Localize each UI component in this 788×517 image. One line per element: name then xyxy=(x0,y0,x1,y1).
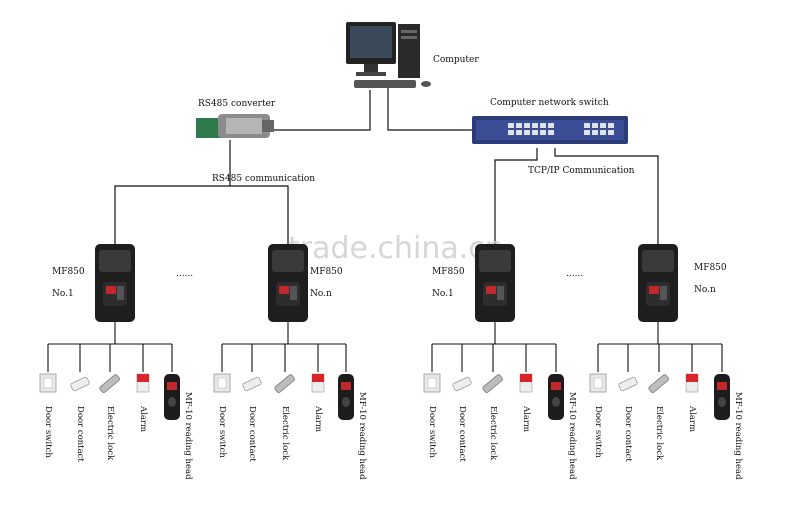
peripheral-label: MF-10 reading head xyxy=(733,392,743,480)
peripheral-label: Door contact xyxy=(75,406,85,462)
peripheral-label: Door switch xyxy=(593,406,603,458)
peripheral-label: MF-10 reading head xyxy=(567,392,577,480)
peripheral-label: Alarm xyxy=(687,405,697,432)
door-switch-icon xyxy=(213,373,231,393)
wiring xyxy=(114,88,659,244)
alarm-icon xyxy=(519,373,533,393)
peripheral-label: MF-10 reading head xyxy=(183,392,193,480)
rs485-converter-label: RS485 converter xyxy=(198,99,276,109)
door-switch-icon xyxy=(589,373,607,393)
peripheral-wiring xyxy=(221,322,347,372)
peripheral-wiring xyxy=(47,322,173,372)
computer-icon xyxy=(346,22,431,88)
peripheral-wiring xyxy=(597,322,723,372)
peripheral-label: Door switch xyxy=(217,406,227,458)
peripheral-label: Alarm xyxy=(313,405,323,432)
mf850-controller-icon xyxy=(268,244,308,322)
peripheral-label: Alarm xyxy=(138,405,148,432)
electric-lock-icon xyxy=(274,374,295,393)
reading-head-icon xyxy=(164,374,180,420)
ellipsis-right: ...... xyxy=(566,269,583,279)
door-contact-icon xyxy=(452,376,472,392)
reading-head-icon xyxy=(338,374,354,420)
peripheral-label: Electric lock xyxy=(654,406,664,461)
door-contact-icon xyxy=(70,376,90,392)
reading-head-icon xyxy=(548,374,564,420)
peripheral-wiring xyxy=(431,322,557,372)
watermark: trade.china.cn xyxy=(288,231,504,266)
controller-model-label: MF850 xyxy=(694,263,727,273)
reading-head-icon xyxy=(714,374,730,420)
door-switch-icon xyxy=(39,373,57,393)
alarm-icon xyxy=(311,373,325,393)
tcpip-communication-label: TCP/IP Communication xyxy=(528,166,635,176)
peripheral-label: Door contact xyxy=(457,406,467,462)
peripheral-label: Electric lock xyxy=(280,406,290,461)
door-contact-icon xyxy=(242,376,262,392)
door-contact-icon xyxy=(618,376,638,392)
controller-number-label: No.1 xyxy=(432,289,454,299)
mf850-controller-icon xyxy=(475,244,515,322)
electric-lock-icon xyxy=(482,374,503,393)
peripheral-label: MF-10 reading head xyxy=(357,392,367,480)
rs485-converter-icon xyxy=(196,114,274,138)
controller-number-label: No.n xyxy=(694,285,716,295)
computer-label: Computer xyxy=(433,55,479,65)
peripheral-label: Electric lock xyxy=(488,406,498,461)
controller-model-label: MF850 xyxy=(52,267,85,277)
rs485-communication-label: RS485 communication xyxy=(212,174,315,184)
controller-model-label: MF850 xyxy=(310,267,343,277)
controller-model-label: MF850 xyxy=(432,267,465,277)
network-switch-label: Computer network switch xyxy=(490,98,609,108)
controller-number-label: No.1 xyxy=(52,289,74,299)
electric-lock-icon xyxy=(99,374,120,393)
peripheral-label: Door contact xyxy=(623,406,633,462)
controller-number-label: No.n xyxy=(310,289,332,299)
mf850-controller-icon xyxy=(95,244,135,322)
peripheral-label: Door contact xyxy=(247,406,257,462)
alarm-icon xyxy=(685,373,699,393)
peripheral-label: Door switch xyxy=(43,406,53,458)
mf850-controller-icon xyxy=(638,244,678,322)
network-switch-icon xyxy=(472,116,628,144)
peripheral-label: Alarm xyxy=(521,405,531,432)
peripheral-label: Electric lock xyxy=(105,406,115,461)
door-switch-icon xyxy=(423,373,441,393)
ellipsis-left: ...... xyxy=(176,269,193,279)
electric-lock-icon xyxy=(648,374,669,393)
alarm-icon xyxy=(136,373,150,393)
peripheral-label: Door switch xyxy=(427,406,437,458)
